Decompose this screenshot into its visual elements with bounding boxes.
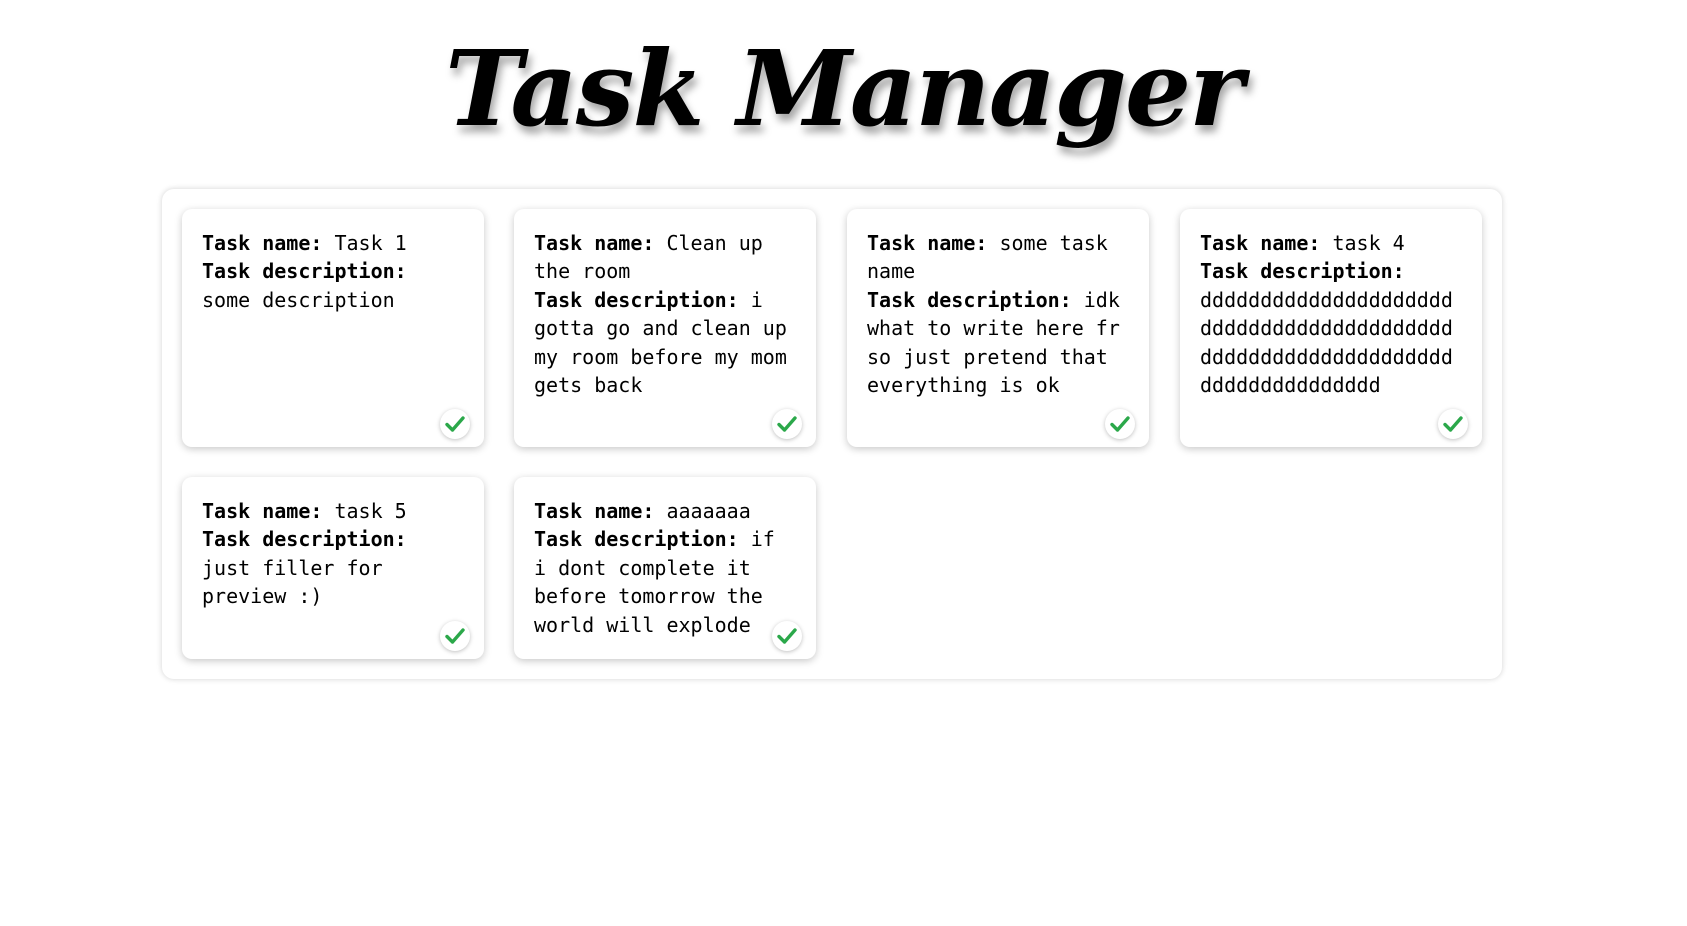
task-description-value: just filler for preview :) [202, 555, 383, 609]
task-description-label: Task description: [534, 527, 739, 552]
task-description-value: some description [202, 287, 395, 312]
task-name-label: Task name: [202, 499, 323, 523]
task-card: Task name: task 4 Task description: dddd… [1180, 209, 1482, 447]
task-name-line: Task name: Clean up the room [534, 229, 798, 286]
complete-task-button[interactable] [1105, 409, 1135, 439]
task-card: Task name: Task 1 Task description: some… [182, 209, 484, 447]
checkmark-icon [777, 628, 797, 644]
task-name-label: Task name: [867, 231, 988, 255]
task-description-label: Task description: [202, 259, 407, 284]
task-description-value: idk what to write here fr so just preten… [867, 287, 1120, 398]
task-card: Task name: aaaaaaa Task description: if … [514, 477, 816, 659]
complete-task-button[interactable] [772, 621, 802, 651]
complete-task-button[interactable] [1438, 409, 1468, 439]
task-name-label: Task name: [1200, 231, 1321, 255]
complete-task-button[interactable] [440, 621, 470, 651]
task-name-value: Task 1 [334, 231, 407, 255]
task-description-value: if i dont complete it before tomorrow th… [534, 527, 775, 637]
task-card: Task name: task 5 Task description: just… [182, 477, 484, 659]
checkmark-icon [1443, 416, 1463, 432]
task-name-value: aaaaaaa [666, 499, 751, 523]
complete-task-button[interactable] [440, 409, 470, 439]
task-board: Task name: Task 1 Task description: some… [162, 189, 1502, 679]
task-name-label: Task name: [202, 231, 323, 255]
task-description-line: Task description: dddddddddddddddddddddd… [1200, 257, 1464, 399]
task-description-value: dddddddddddddddddddddddddddddddddddddddd… [1200, 287, 1453, 398]
page-title: Task Manager [445, 27, 1244, 150]
task-description-label: Task description: [202, 527, 407, 552]
task-description-line: Task description: some description [202, 257, 466, 314]
task-card: Task name: some task name Task descripti… [847, 209, 1149, 447]
task-name-value: some task name [867, 231, 1108, 284]
task-name-line: Task name: some task name [867, 229, 1131, 286]
task-description-value: i gotta go and clean up my room before m… [534, 287, 787, 398]
task-card: Task name: Clean up the room Task descri… [514, 209, 816, 447]
task-name-value: task 5 [334, 499, 407, 523]
task-description-line: Task description: i gotta go and clean u… [534, 286, 798, 400]
checkmark-icon [777, 416, 797, 432]
task-description-label: Task description: [534, 287, 739, 312]
task-name-line: Task name: task 5 [202, 497, 466, 525]
task-name-value: task 4 [1332, 231, 1405, 255]
complete-task-button[interactable] [772, 409, 802, 439]
task-description-line: Task description: idk what to write here… [867, 286, 1131, 400]
task-name-line: Task name: aaaaaaa [534, 497, 798, 525]
task-description-label: Task description: [867, 287, 1072, 312]
task-name-line: Task name: task 4 [1200, 229, 1464, 257]
task-description-label: Task description: [1200, 259, 1405, 284]
task-name-label: Task name: [534, 231, 655, 255]
task-description-line: Task description: if i dont complete it … [534, 525, 798, 639]
checkmark-icon [445, 628, 465, 644]
task-name-line: Task name: Task 1 [202, 229, 466, 257]
task-name-value: Clean up the room [534, 231, 763, 284]
task-name-label: Task name: [534, 499, 655, 523]
checkmark-icon [445, 416, 465, 432]
checkmark-icon [1110, 416, 1130, 432]
task-description-line: Task description: just filler for previe… [202, 525, 466, 610]
